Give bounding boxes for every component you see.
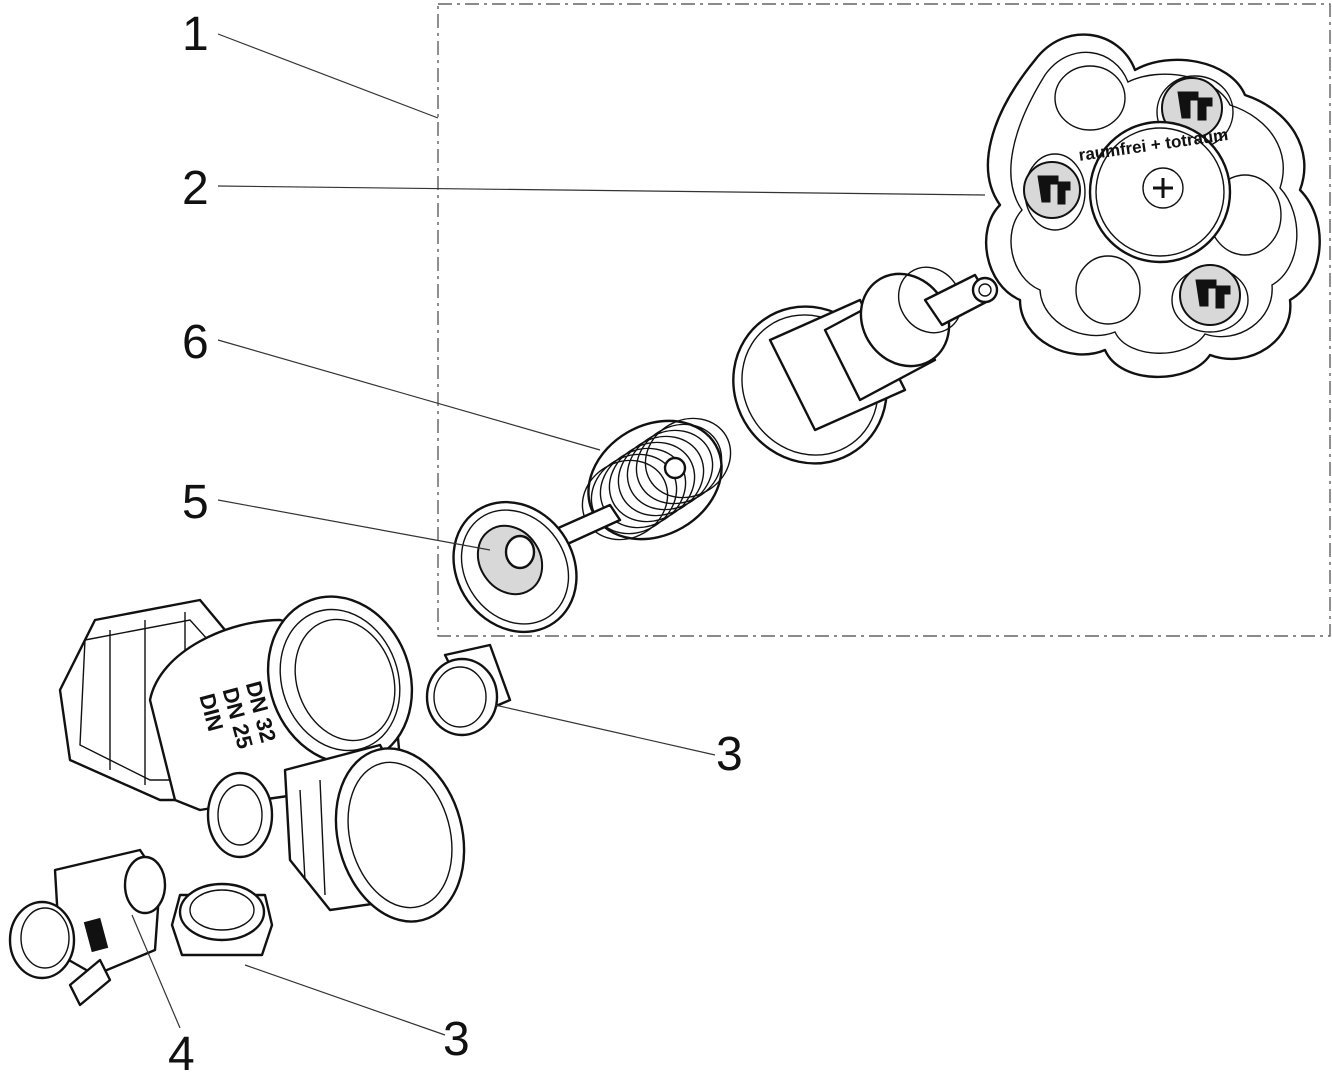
callout-2: 2 [182,162,209,215]
leader-3a [494,704,716,756]
leader-2 [217,185,986,196]
leader-lines [131,33,986,1036]
leader-4 [131,914,181,1029]
logo-js-bottom [1179,264,1241,326]
plug-lower [170,882,274,957]
valve-bonnet [732,266,999,465]
leader-6 [217,339,601,451]
handwheel: raumfrei + totraum [985,33,1321,379]
leader-5 [217,499,491,551]
callout-numbers: 1 2 6 5 3 4 3 [168,8,743,1080]
callout-6: 6 [182,316,209,369]
plug-upper [425,643,512,737]
spring-coils [581,417,732,541]
callout-5: 5 [182,476,209,529]
callout-1: 1 [182,8,209,61]
valve-body: DN 32 DN 25 DIN [58,595,466,923]
callout-4: 4 [168,1028,195,1080]
spring [581,417,732,541]
drain-valve [8,848,167,1007]
leader-3b [244,964,446,1036]
leader-1 [217,33,439,119]
valve-disc [452,500,622,634]
body-marking: DN 32 DN 25 DIN [194,678,281,751]
assembly-boundary-box [437,3,1331,637]
callout-3-lower: 3 [443,1013,470,1066]
callout-3-upper: 3 [716,728,743,781]
logo-js-left [1023,161,1081,219]
